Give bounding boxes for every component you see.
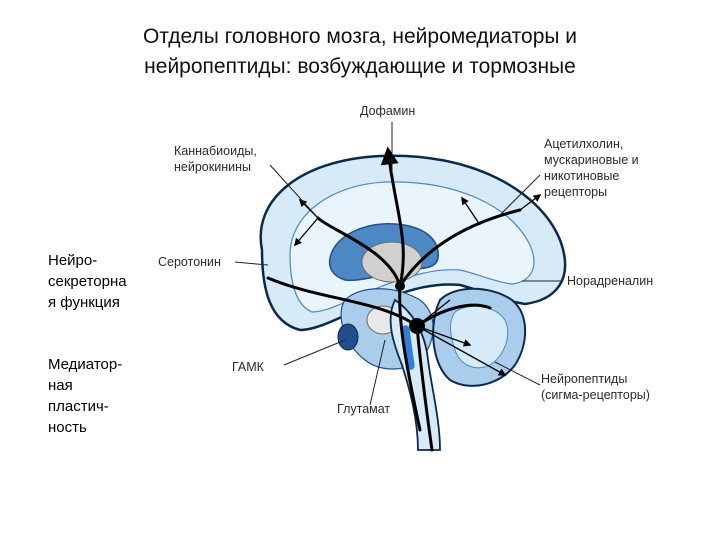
side-note-line: ная — [48, 377, 73, 394]
leader-lines — [234, 122, 563, 406]
pathway-descending — [398, 284, 422, 432]
pathway-serotonin — [266, 276, 419, 328]
pathway-cerebellum — [415, 303, 492, 328]
pathway-ach — [398, 208, 522, 288]
label-line: нейрокинины — [174, 160, 251, 174]
branch-3 — [519, 194, 542, 211]
label-line: рецепторы — [544, 185, 608, 199]
label-serotonin: Серотонин — [158, 255, 221, 269]
leader-gaba — [283, 339, 346, 366]
title-line-2: нейропептиды: возбуждающие и тормозные — [144, 55, 576, 78]
leader-serotonin — [234, 261, 269, 266]
page-title: Отделы головного мозга, нейромедиаторы и… — [60, 22, 660, 82]
pathway-dopamine — [380, 146, 405, 288]
pathway-brainstem — [415, 324, 434, 452]
side-note-line: Медиатор- — [48, 356, 123, 373]
side-note-line: пластич- — [48, 398, 109, 415]
leader-cannabinoids — [269, 164, 319, 219]
label-acetylcholine: Ацетилхолин, мускариновые и никотиновые … — [544, 136, 639, 200]
side-note-line: Нейро- — [48, 252, 98, 269]
leader-neuropeptides — [494, 361, 541, 386]
branch-2 — [293, 217, 319, 247]
side-note-plasticity: Медиатор- ная пластич- ность — [48, 354, 158, 438]
brainstem-blue-tract — [401, 325, 415, 370]
branch-6 — [416, 325, 507, 376]
side-note-line: ность — [48, 419, 87, 436]
leader-glutamate — [369, 339, 386, 406]
label-cannabinoids: Каннабиоиды, нейрокинины — [174, 143, 257, 175]
pathways — [266, 146, 522, 452]
pathway-main — [316, 216, 402, 288]
branch-4 — [461, 196, 481, 226]
label-gaba: ГАМК — [232, 360, 264, 374]
label-noradrenaline: Норадреналин — [567, 274, 654, 288]
side-note-line: секреторна — [48, 273, 127, 290]
label-glutamate: Глутамат — [337, 402, 391, 416]
label-line: никотиновые — [544, 169, 620, 183]
leader-ach — [499, 174, 541, 216]
thin-branches — [293, 194, 542, 376]
hypothalamus-node — [337, 323, 359, 351]
label-line: мускариновые и — [544, 153, 639, 167]
branch-7 — [416, 299, 451, 327]
title-line-1: Отделы головного мозга, нейромедиаторы и — [142, 25, 578, 48]
label-line: Ацетилхолин, — [544, 137, 624, 151]
label-line: (сигма-рецепторы) — [541, 388, 650, 402]
label-dopamine: Дофамин — [360, 104, 416, 118]
side-note-line: я функция — [48, 294, 120, 311]
label-neuropeptides: Нейропептиды (сигма-рецепторы) — [541, 371, 650, 403]
thalamus-shape — [361, 241, 423, 283]
branch-5 — [416, 325, 472, 347]
label-line: Каннабиоиды, — [174, 144, 257, 158]
side-note-neurosecretory: Нейро- секреторна я функция — [48, 250, 158, 313]
label-line: Нейропептиды — [541, 372, 628, 386]
